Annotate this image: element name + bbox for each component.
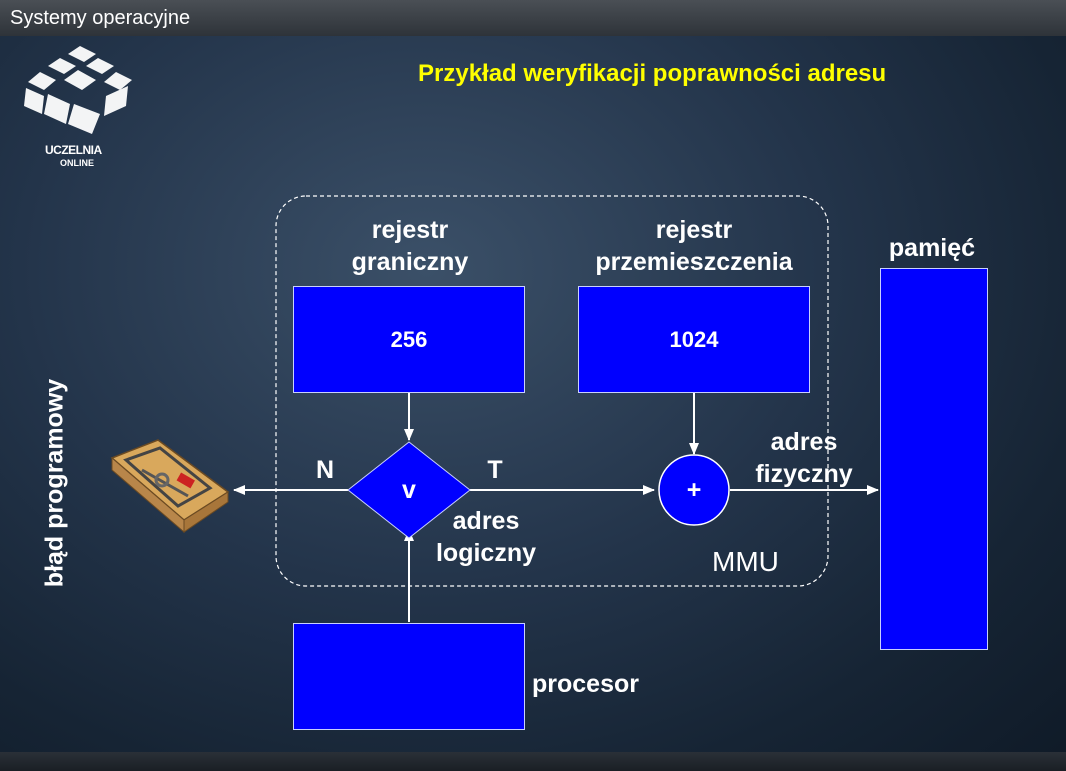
limit-register-value: 256 [390,326,428,352]
compare-diamond [347,441,471,539]
memory-box [880,268,988,650]
logical-address-line2: logiczny [435,539,536,567]
limit-register-box: 256 [293,286,525,393]
logical-address-label: adres logiczny [416,505,556,569]
relocation-register-box: 1024 [578,286,810,393]
physical-address-label: adres fizyczny [734,426,874,490]
limit-register-label-line2: graniczny [351,248,469,276]
relocation-register-label-line1: rejestr [655,216,733,244]
slide-title: Przykład weryfikacji poprawności adresu [418,60,887,87]
mmu-label: MMU [712,546,779,577]
relocation-register-value: 1024 [669,326,719,352]
logical-address-line1: adres [452,507,520,535]
physical-address-line1: adres [770,428,838,456]
compare-symbol: v [402,476,416,504]
mousetrap-icon [110,439,230,534]
relocation-register-label: rejestr przemieszczenia [574,214,814,278]
processor-box [293,623,525,730]
header-bar: Systemy operacyjne [0,0,1066,36]
processor-label: procesor [532,670,639,698]
course-title: Systemy operacyjne [10,7,191,29]
mmu-boundary [275,195,829,587]
footer-bar [0,752,1066,771]
logo-text-uczelnia: UCZELNIA [45,143,102,157]
branch-false-label: N [315,456,335,484]
uczelnia-logo-icon [24,46,132,134]
limit-register-label: rejestr graniczny [310,214,510,278]
error-label: błąd programowy [40,378,69,588]
limit-register-label-line1: rejestr [371,216,449,244]
adder-circle [658,454,730,526]
physical-address-line2: fizyczny [755,460,853,488]
memory-label: pamięć [888,234,976,262]
branch-true-label: T [487,456,503,484]
add-symbol: + [686,476,702,504]
relocation-register-label-line2: przemieszczenia [595,248,793,276]
logo-text-online: ONLINE [60,158,95,168]
